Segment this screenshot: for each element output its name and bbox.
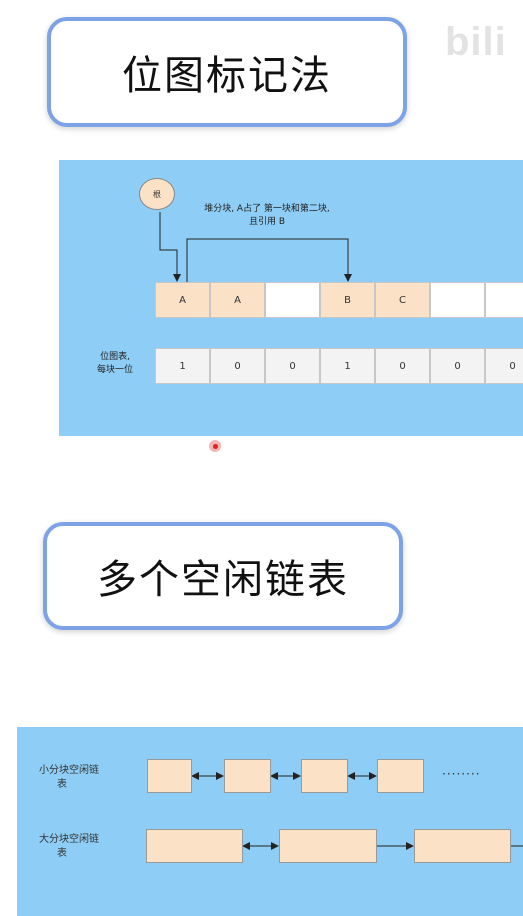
heap-note: 堆分块, A占了 第一块和第二块, 且引用 B: [177, 203, 357, 229]
small-free-block: [377, 759, 424, 793]
large-free-block: [146, 829, 243, 863]
heap-note-line1: 堆分块, A占了 第一块和第二块,: [204, 204, 330, 214]
multi-free-list-title: 多个空闲链表: [43, 522, 403, 630]
bitmap-bit: 0: [375, 348, 430, 384]
free-list-diagram: 小分块空闲链 表 ········ 大分块空闲链 表: [17, 727, 523, 916]
large-list-label: 大分块空闲链 表: [39, 833, 99, 861]
heap-block: A: [210, 282, 265, 318]
root-cloud: 根: [139, 178, 175, 210]
multi-free-list-title-text: 多个空闲链表: [97, 557, 349, 603]
heap-block: [485, 282, 523, 318]
bitmap-bit: 1: [155, 348, 210, 384]
bitmap-label: 位图表, 每块一位: [84, 351, 146, 377]
bilibili-watermark: bili: [445, 20, 507, 64]
bitmap-label-line2: 每块一位: [96, 365, 133, 375]
small-free-block: [147, 759, 192, 793]
bitmap-bit: 0: [210, 348, 265, 384]
small-list-label: 小分块空闲链 表: [39, 764, 99, 792]
bitmap-marking-title: 位图标记法: [47, 17, 407, 127]
heap-block: B: [320, 282, 375, 318]
large-free-block: [279, 829, 377, 863]
small-free-block: [301, 759, 348, 793]
free-list-arrows: [191, 772, 523, 850]
small-list-label-line1: 小分块空闲链: [39, 765, 99, 776]
bitmap-bit: 0: [485, 348, 523, 384]
free-list-ellipsis: ········: [442, 767, 481, 781]
root-cloud-label: 根: [153, 189, 161, 199]
bitmap-arrows: [159, 212, 352, 282]
a-to-b-arrow: [186, 238, 352, 282]
small-list-label-line2: 表: [57, 779, 67, 790]
root-to-a-arrow: [159, 212, 181, 282]
bitmap-label-line1: 位图表,: [100, 352, 130, 362]
bitmap-diagram: 根 堆分块, A占了 第一块和第二块, 且引用 B A A B C 位图表, 每…: [59, 160, 523, 436]
large-list-label-line2: 表: [57, 848, 67, 859]
pointer-cursor: [209, 440, 221, 452]
heap-block: [430, 282, 485, 318]
heap-block-row: A A B C: [155, 282, 523, 318]
heap-block: A: [155, 282, 210, 318]
bitmap-bit: 0: [265, 348, 320, 384]
bitmap-bit: 0: [430, 348, 485, 384]
bitmap-marking-title-text: 位图标记法: [122, 53, 332, 99]
bitmap-row: 1 0 0 1 0 0 0: [155, 348, 523, 384]
large-free-block: [414, 829, 511, 863]
bitmap-bit: 1: [320, 348, 375, 384]
heap-note-line2: 且引用 B: [248, 217, 286, 227]
large-list-label-line1: 大分块空闲链: [39, 834, 99, 845]
heap-block: [265, 282, 320, 318]
small-free-block: [224, 759, 271, 793]
heap-block: C: [375, 282, 430, 318]
